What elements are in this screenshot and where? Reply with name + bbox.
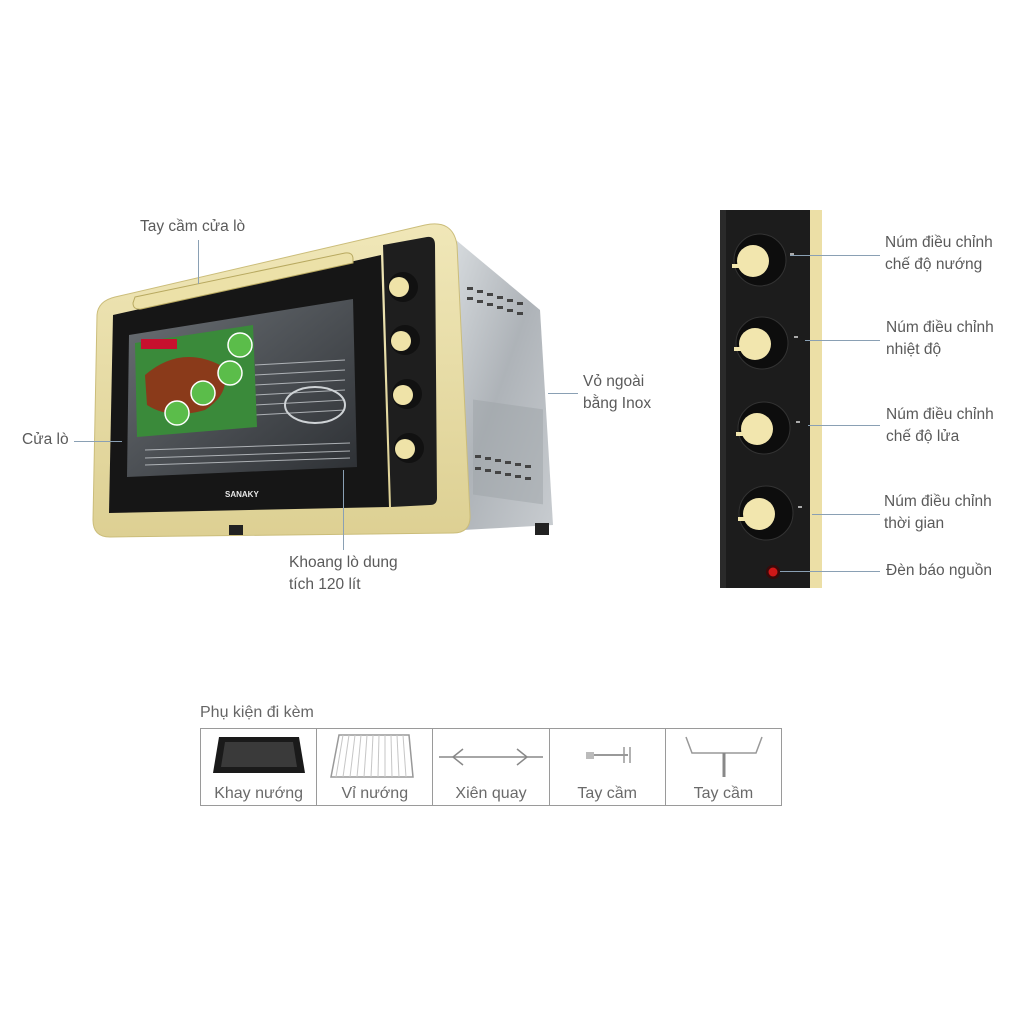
accessory-rotisserie-spit: Xiên quay bbox=[433, 729, 550, 805]
leader-knob1 bbox=[790, 255, 880, 256]
control-panel bbox=[383, 236, 437, 507]
oven-side-panel bbox=[473, 399, 543, 505]
leader-power bbox=[780, 571, 880, 572]
leader-shell bbox=[548, 393, 578, 394]
accessory-handle-2: Tay cầm bbox=[666, 729, 781, 805]
accessories-title: Phụ kiện đi kèm bbox=[200, 704, 314, 721]
knob-3 bbox=[392, 379, 422, 409]
baking-tray-icon bbox=[213, 737, 305, 773]
label-knob4-line2: thời gian bbox=[884, 515, 945, 532]
promo-logo bbox=[141, 339, 177, 349]
label-knob3-line1: Núm điều chỉnh bbox=[886, 406, 994, 423]
label-knob3-line2: chế độ lửa bbox=[886, 428, 960, 445]
promo-badge-3 bbox=[190, 380, 216, 406]
panel-tick-marks bbox=[790, 253, 802, 508]
oven-foot-left bbox=[229, 525, 243, 535]
label-shell-line2: bằng Inox bbox=[583, 395, 652, 412]
accessories-table: Khay nướng Vỉ nướng Xiên quay Tay bbox=[200, 728, 782, 806]
label-knob2-line1: Núm điều chỉnh bbox=[886, 319, 994, 336]
accessory-label: Tay cầm bbox=[577, 785, 637, 802]
knob-2 bbox=[390, 325, 420, 355]
oven-foot-right bbox=[535, 523, 549, 535]
door-handle bbox=[132, 252, 354, 310]
accessory-label: Xiên quay bbox=[455, 785, 527, 802]
label-knob1-line1: Núm điều chỉnh bbox=[885, 234, 993, 251]
label-power-light: Đèn báo nguồn bbox=[886, 562, 993, 579]
label-shell-line1: Vỏ ngoài bbox=[583, 373, 645, 390]
power-indicator-light bbox=[766, 565, 780, 579]
accessory-wire-rack: Vỉ nướng bbox=[317, 729, 434, 805]
leader-knob3 bbox=[808, 425, 880, 426]
label-knob4-line1: Núm điều chỉnh bbox=[884, 493, 992, 510]
label-shell: Vỏ ngoài bằng Inox bbox=[583, 371, 651, 415]
label-knob4: Núm điều chỉnh thời gian bbox=[884, 491, 992, 535]
leader-knob2 bbox=[805, 340, 880, 341]
handle-tool-icon bbox=[585, 747, 631, 763]
vent-slots-top bbox=[467, 287, 523, 315]
wire-rack-icon bbox=[330, 734, 415, 778]
rotisserie-spit-icon bbox=[439, 748, 544, 766]
control-panel-closeup bbox=[720, 210, 822, 588]
label-knob3: Núm điều chỉnh chế độ lửa bbox=[886, 404, 994, 448]
accessory-label: Tay cầm bbox=[693, 785, 754, 802]
label-knob1: Núm điều chỉnh chế độ nướng bbox=[885, 232, 993, 276]
accessory-label: Vỉ nướng bbox=[341, 785, 409, 802]
tray-handle-icon bbox=[685, 736, 763, 777]
leader-door bbox=[74, 441, 122, 442]
label-handle: Tay cầm cửa lò bbox=[140, 218, 246, 235]
brand-logo: SANAKY bbox=[225, 490, 259, 499]
label-knob2-line2: nhiệt độ bbox=[886, 341, 942, 358]
oven-image: SANAKY bbox=[92, 223, 553, 538]
leader-handle bbox=[198, 240, 199, 284]
leader-knob4 bbox=[812, 514, 880, 515]
label-door: Cửa lò bbox=[22, 431, 69, 448]
label-knob1-line2: chế độ nướng bbox=[885, 256, 983, 273]
promo-badge-1 bbox=[227, 332, 253, 358]
label-knob2: Núm điều chỉnh nhiệt độ bbox=[886, 317, 994, 361]
promo-badge-2 bbox=[217, 360, 243, 386]
oven-fan-cover bbox=[284, 386, 346, 424]
panel-gold-trim bbox=[810, 210, 822, 588]
panel-edge bbox=[720, 210, 726, 588]
leader-cavity bbox=[343, 470, 344, 550]
accessory-handle-1: Tay cầm bbox=[550, 729, 666, 805]
vent-slots-bottom bbox=[475, 455, 531, 480]
knob-1 bbox=[388, 272, 418, 302]
accessory-label: Khay nướng bbox=[214, 785, 303, 802]
label-cavity-line2: tích 120 lít bbox=[289, 576, 361, 593]
panel-knob-3 bbox=[736, 401, 791, 455]
label-cavity: Khoang lò dung tích 120 lít bbox=[289, 552, 398, 596]
panel-knob-1 bbox=[732, 233, 787, 287]
accessory-baking-tray: Khay nướng bbox=[201, 729, 318, 805]
label-cavity-line1: Khoang lò dung bbox=[289, 554, 398, 571]
knob-4 bbox=[394, 433, 424, 463]
panel-knob-2 bbox=[734, 316, 789, 370]
panel-knob-4 bbox=[738, 485, 794, 541]
promo-badge-4 bbox=[164, 400, 190, 426]
oven-rack bbox=[144, 359, 351, 466]
